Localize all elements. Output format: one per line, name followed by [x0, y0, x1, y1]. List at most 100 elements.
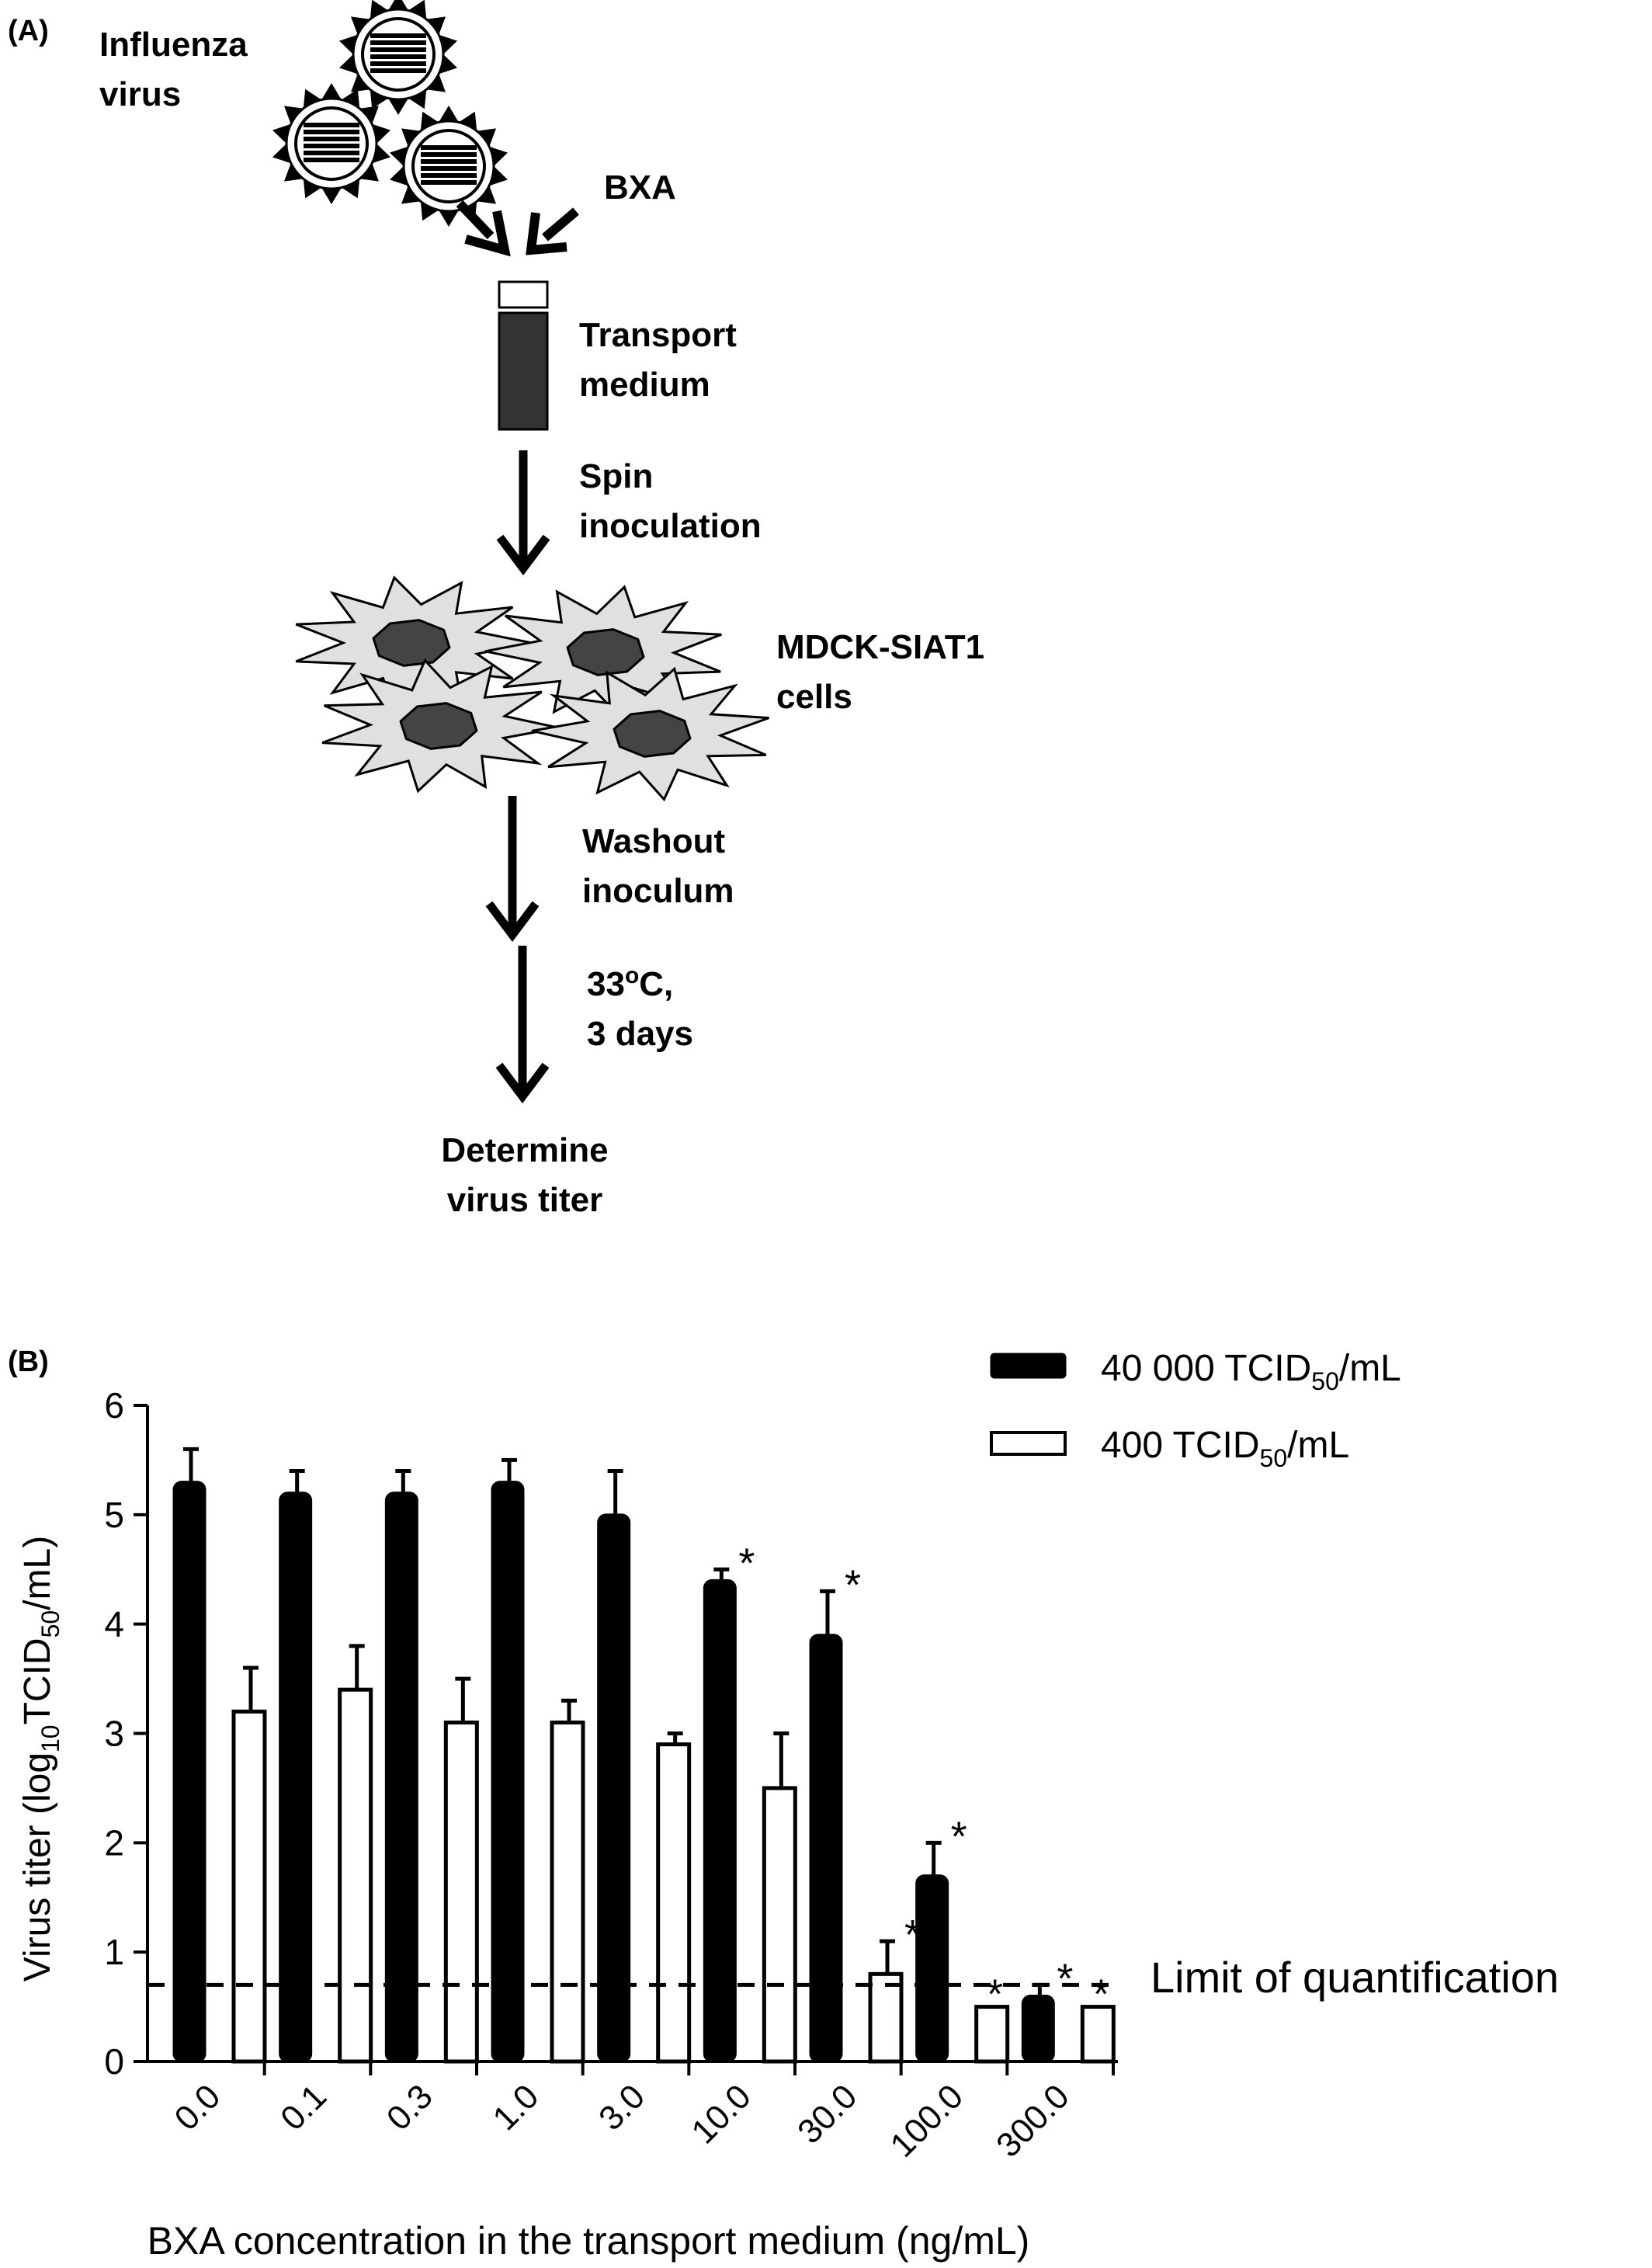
washout-label-line2: inoculum	[582, 872, 734, 910]
washout-arrow-head	[485, 901, 540, 943]
virus-particles	[272, 0, 508, 227]
incubation-label-line1: 33oC,	[587, 963, 673, 1003]
cell-nucleus	[372, 619, 451, 667]
x-tick-label: 100.0	[883, 2077, 971, 2165]
final-label-line1: Determine	[441, 1131, 608, 1169]
significance-marker: *	[987, 1971, 1003, 2018]
incubation-unit: C,	[639, 965, 673, 1003]
bar-low-dose	[550, 1720, 585, 2064]
significance-marker: *	[1057, 1955, 1073, 2002]
significance-marker: *	[1093, 1971, 1109, 2018]
loq-label: Limit of quantification	[1150, 1953, 1559, 2002]
tube-label-line2: medium	[579, 366, 710, 404]
bar-low-dose	[338, 1687, 373, 2064]
spin-arrow-head	[496, 534, 550, 576]
cell-nucleus	[613, 710, 692, 758]
y-axis-label: Virus titer (log10TCID50/mL)	[17, 1536, 64, 1981]
virus-rnp-segment	[304, 130, 359, 134]
bar-high-dose	[597, 1513, 631, 2063]
cells-label-line1: MDCK-SIAT1	[776, 628, 984, 666]
virus-rnp-segment	[421, 152, 477, 157]
virus-rnp-segment	[304, 158, 359, 162]
virus-rnp-segment	[370, 47, 426, 52]
cells-label-line2: cells	[776, 678, 852, 716]
cell-nucleus	[399, 702, 478, 750]
x-tick-label: 3.0	[592, 2077, 652, 2138]
bar-high-dose	[172, 1481, 206, 2063]
virus-rnp-segment	[370, 54, 426, 59]
bar-low-dose	[974, 2005, 1010, 2064]
virus-particle	[272, 83, 390, 204]
spin-arrow	[496, 450, 550, 576]
x-tick-label: 1.0	[486, 2077, 547, 2138]
cell-nucleus	[566, 628, 645, 676]
virus-rnp-segment	[304, 123, 359, 127]
y-tick-label: 0	[104, 2041, 124, 2082]
bar-high-dose	[703, 1579, 737, 2063]
legend-swatch-low	[990, 1431, 1067, 1456]
y-tick-label: 4	[104, 1604, 124, 1645]
virus-rnp-segment	[370, 33, 426, 38]
x-tick-label: 300.0	[989, 2077, 1077, 2165]
bxa-label: BXA	[604, 168, 676, 207]
x-tick-label: 30.0	[790, 2077, 864, 2151]
washout-arrow	[485, 796, 540, 943]
bar-low-dose	[656, 1742, 692, 2064]
transport-tube	[498, 311, 549, 431]
virus-rnp-segment	[304, 137, 359, 141]
bar-high-dose	[915, 1874, 949, 2063]
virus-label-line2: virus	[99, 75, 181, 113]
x-tick-label: 0.3	[380, 2077, 440, 2138]
bar-low-dose	[1080, 2005, 1116, 2064]
virus-rnp-segment	[421, 159, 477, 164]
virus-rnp-segment	[421, 166, 477, 171]
virus-rnp-segment	[421, 145, 477, 150]
virus-label-line1: Influenza	[99, 26, 248, 64]
legend-swatch-high	[990, 1353, 1067, 1379]
legend-label-low: 400 TCID50/mL	[1101, 1425, 1349, 1472]
panel-a-label: (A)	[8, 15, 49, 47]
virus-rnp-segment	[370, 61, 426, 66]
virus-rnp-segment	[421, 173, 477, 178]
bxa-arrow-head	[526, 212, 567, 255]
y-tick-label: 1	[104, 1932, 124, 1972]
bar-low-dose	[231, 1709, 267, 2064]
virus-particle	[339, 0, 457, 115]
virus-arrow-shaft	[456, 200, 495, 240]
bar-low-dose	[443, 1720, 479, 2064]
tube-cap	[498, 280, 549, 309]
significance-marker: *	[951, 1813, 967, 1860]
incubation-arrow	[495, 946, 550, 1104]
x-tick-label: 10.0	[685, 2077, 758, 2151]
y-tick-label: 6	[104, 1385, 124, 1426]
bar-high-dose	[809, 1634, 843, 2063]
degree-sign: o	[625, 963, 639, 988]
panel-b: (B) 40 000 TCID50/mL 400 TCID50/mL Virus…	[8, 1346, 1559, 2263]
significance-marker: *	[845, 1561, 861, 1608]
mdck-cell	[321, 658, 560, 794]
legend-label-high: 40 000 TCID50/mL	[1101, 1348, 1401, 1395]
virus-rnp-segment	[370, 68, 426, 73]
mdck-cells	[295, 575, 770, 802]
panel-b-label: (B)	[8, 1346, 49, 1378]
incubation-temp: 33	[587, 965, 625, 1003]
bar-high-dose	[1021, 1995, 1055, 2063]
y-tick-label: 2	[104, 1822, 124, 1863]
virus-particle	[390, 106, 508, 227]
virus-rnp-segment	[304, 151, 359, 155]
bar-low-dose	[762, 1786, 797, 2064]
incubation-arrow-head	[495, 1062, 550, 1104]
spin-label-line1: Spin	[579, 457, 653, 495]
bar-high-dose	[279, 1492, 313, 2063]
y-tick-label: 3	[104, 1714, 124, 1754]
legend: 40 000 TCID50/mL 400 TCID50/mL	[990, 1348, 1401, 1472]
significance-marker: *	[738, 1540, 755, 1586]
mdck-cell	[531, 666, 770, 802]
washout-label-line1: Washout	[582, 822, 725, 860]
incubation-label-line2: 3 days	[587, 1015, 693, 1053]
panel-a: (A) Influenza virus BXA Transport medium…	[8, 0, 984, 1219]
bar-low-dose	[868, 1971, 904, 2064]
tube-label-line1: Transport	[579, 316, 737, 354]
